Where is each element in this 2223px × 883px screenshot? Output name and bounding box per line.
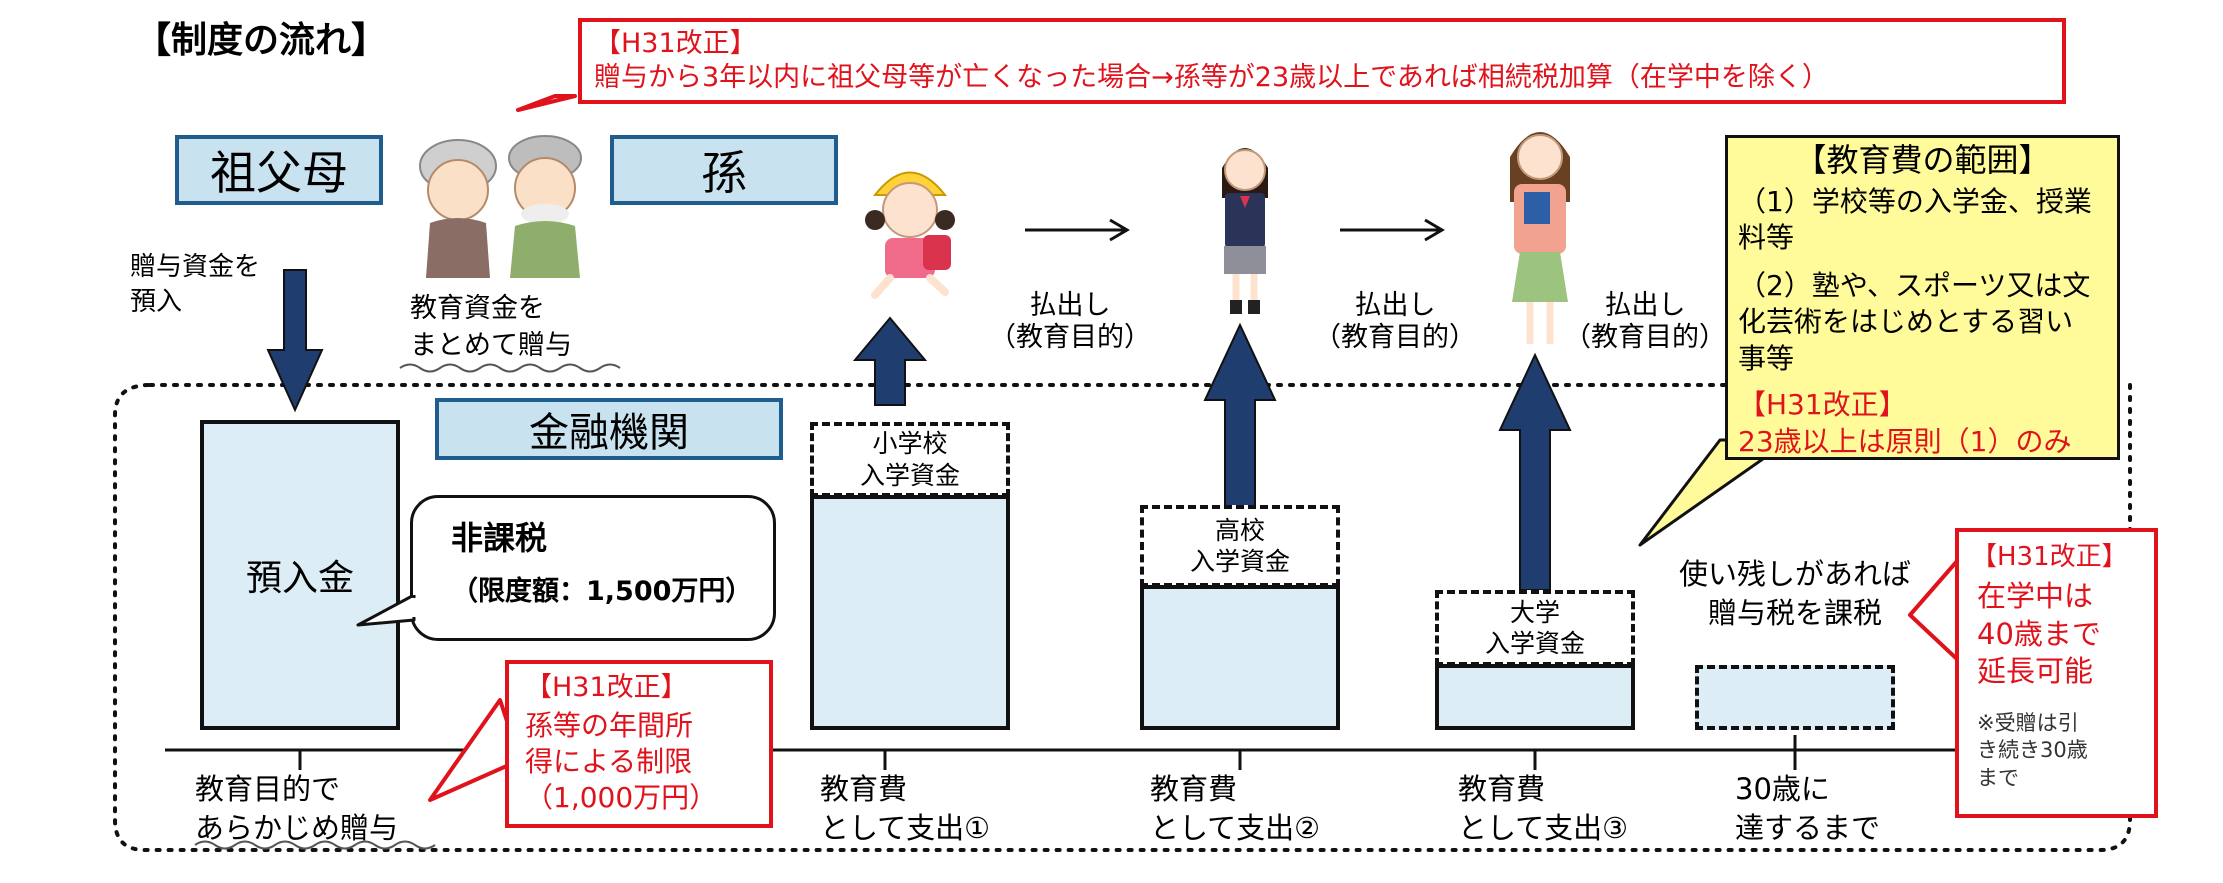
leftover-caption: 使い残しがあれば 贈与税を課税 — [1678, 557, 1911, 631]
fund-highschool: 高校入学資金 — [1140, 505, 1340, 587]
child-elementary-illustration — [865, 171, 955, 299]
extension-text: 在学中は 40歳まで 延長可能 — [1977, 579, 2101, 689]
timeline-spend-1: 教育費 として支出① — [820, 772, 991, 846]
bar-university — [1435, 664, 1635, 730]
scope-note: 23歳以上は原則（1）のみ — [1738, 425, 2072, 458]
scope-item-2: （2）塾や、スポーツ又は文 化芸術をはじめとする習い 事等 — [1738, 269, 2091, 375]
payout-label-3: 払出し （教育目的） — [1564, 290, 1726, 353]
wavy-underline-1 — [399, 363, 621, 373]
deposit-caption: 贈与資金を 預入 — [130, 252, 261, 318]
payout-label-2: 払出し （教育目的） — [1314, 290, 1476, 353]
tax-free-bubble: 非課税 （限度額：1,500万円） — [410, 495, 776, 641]
progress-arrows — [1025, 218, 1445, 242]
fund-elementary: 小学校入学資金 — [810, 422, 1010, 497]
lump-gift-caption: 教育資金を まとめて贈与 — [410, 293, 572, 362]
grandchild-label: 孫 — [610, 135, 838, 205]
income-limit-box: 【H31改正】 孫等の年間所 得による制限 （1,000万円） — [505, 660, 773, 828]
notice-top: 【H31改正】 贈与から3年以内に祖父母等が亡くなった場合→孫等が23歳以上であ… — [578, 18, 2066, 104]
education-scope-box: 【教育費の範囲】 （1）学校等の入学金、授業 料等 （2）塾や、スポーツ又は文 … — [1725, 135, 2120, 460]
page-title: 【制度の流れ】 — [135, 20, 388, 61]
child-highschool-illustration — [1222, 148, 1268, 314]
grandparents-label: 祖父母 — [175, 135, 383, 205]
payout-label-1: 払出し （教育目的） — [989, 290, 1151, 353]
tax-free-title: 非課税 — [451, 519, 548, 557]
grandparents-illustration — [419, 135, 582, 278]
extension-note: ※受贈は引 き続き30歳 まで — [1977, 711, 2088, 790]
wavy-underline-2 — [194, 840, 436, 850]
deposit-box: 預入金 — [200, 420, 400, 730]
navy-arrows — [266, 269, 1572, 591]
timeline-spend-3: 教育費 として支出③ — [1458, 772, 1629, 846]
scope-item-1: （1）学校等の入学金、授業 料等 — [1738, 185, 2092, 255]
institution-label: 金融機関 — [435, 398, 783, 460]
bar-highschool — [1140, 585, 1340, 730]
tax-free-limit: （限度額：1,500万円） — [451, 576, 753, 607]
income-limit-text: 孫等の年間所 得による制限 （1,000万円） — [525, 709, 718, 814]
fund-university: 大学入学資金 — [1435, 590, 1635, 666]
timeline-spend-2: 教育費 として支出② — [1150, 772, 1321, 846]
notice-top-text: 贈与から3年以内に祖父母等が亡くなった場合→孫等が23歳以上であれば相続税加算（… — [594, 62, 1829, 93]
income-limit-tag: 【H31改正】 — [525, 672, 688, 703]
payout-arrow-1 — [852, 316, 928, 406]
payout-arrow-3 — [1498, 352, 1572, 591]
deposit-arrow — [266, 269, 324, 413]
leftover-bar — [1695, 665, 1895, 730]
notice-top-tag: 【H31改正】 — [594, 28, 757, 59]
timeline-until-30: 30歳に 達するまで — [1735, 772, 1881, 846]
scope-title: 【教育費の範囲】 — [1794, 141, 2051, 179]
extension-tag: 【H31改正】 — [1971, 542, 2128, 572]
payout-arrow-2 — [1203, 322, 1277, 511]
timeline-gift: 教育目的で あらかじめ贈与 — [195, 772, 399, 846]
extension-box: 【H31改正】 在学中は 40歳まで 延長可能 ※受贈は引 き続き30歳 まで — [1955, 528, 2158, 818]
bar-elementary — [810, 495, 1010, 730]
young-woman-illustration — [1510, 132, 1570, 344]
scope-tag: 【H31改正】 — [1738, 388, 1907, 421]
